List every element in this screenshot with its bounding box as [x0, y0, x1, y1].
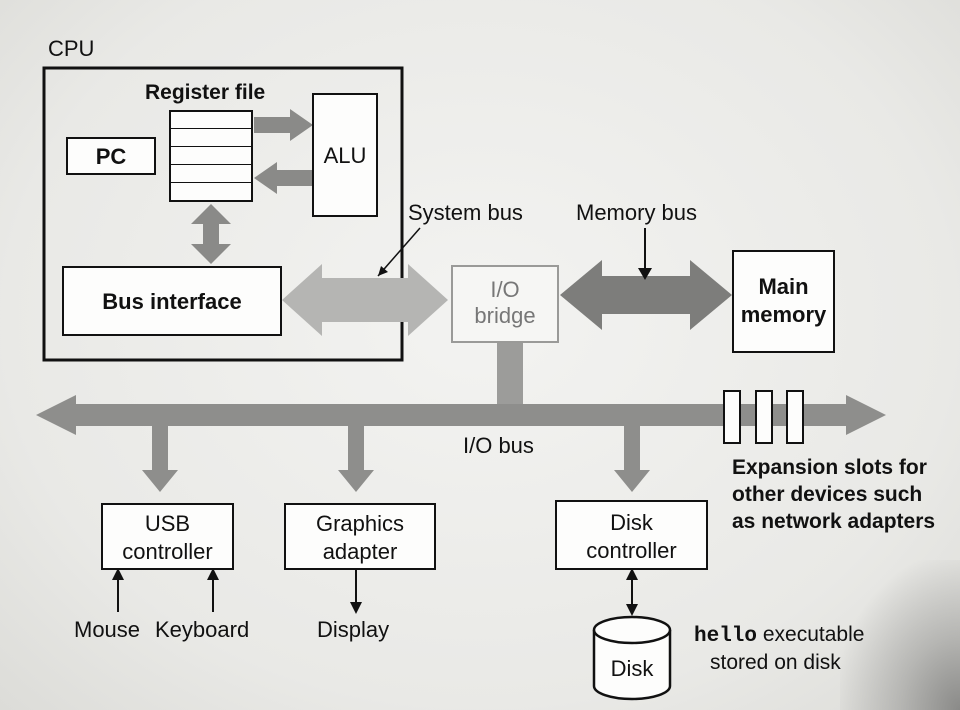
expansion-slot-3 — [786, 390, 804, 444]
main-memory-box: Main memory — [732, 250, 835, 353]
system-bus-arrow — [282, 264, 448, 336]
hello-note-line2: stored on disk — [710, 651, 841, 674]
alu-to-regfile-arrow — [254, 162, 313, 194]
pc-label: PC — [95, 144, 127, 169]
expansion-label-line2: other devices such — [732, 483, 923, 506]
hello-code: hello — [694, 625, 758, 648]
bus-interface-box: Bus interface — [62, 266, 282, 336]
regfile-to-alu-arrow — [254, 109, 313, 141]
expansion-label-line1: Expansion slots for — [732, 456, 927, 479]
memory-bus-pointer-head — [638, 268, 652, 280]
graphics-label-line2: adapter — [322, 539, 398, 564]
system-bus-leader-head — [378, 266, 388, 276]
io-bridge-label-line2: bridge — [474, 303, 536, 328]
display-label: Display — [317, 617, 390, 642]
graphics-adapter-box: Graphics adapter — [284, 503, 436, 570]
expansion-label-line3: as network adapters — [732, 510, 936, 533]
cpu-label: CPU — [48, 36, 95, 61]
io-bridge-box: I/O bridge — [451, 265, 559, 343]
mouse-label: Mouse — [74, 617, 141, 642]
usb-label-line1: USB — [144, 511, 191, 536]
system-bus-leader — [377, 227, 421, 277]
iobus-to-disk-arrow — [614, 426, 650, 492]
keyboard-label: Keyboard — [155, 617, 250, 642]
graphics-label-line1: Graphics — [315, 511, 405, 536]
main-memory-label-line2: memory — [740, 302, 827, 327]
expansion-slot-1 — [723, 390, 741, 444]
disk-controller-label-line1: Disk — [610, 510, 653, 535]
memory-bus-label: Memory bus — [576, 200, 698, 225]
memory-bus-arrow — [560, 260, 732, 330]
io-bus-label: I/O bus — [463, 433, 534, 458]
disk-controller-label-line2: controller — [586, 538, 677, 563]
mouse-arrow-head — [112, 568, 124, 580]
regfile-bus-arrow — [191, 204, 231, 264]
bus-interface-label: Bus interface — [102, 289, 242, 314]
disk-link-head-down — [626, 604, 638, 616]
main-memory-label-line1: Main — [758, 274, 809, 299]
corner-shadow — [840, 560, 960, 710]
alu-label: ALU — [323, 143, 367, 168]
keyboard-arrow-head — [207, 568, 219, 580]
io-bus-arrow — [36, 395, 886, 435]
alu-box: ALU — [312, 93, 378, 217]
iobus-to-graphics-arrow — [338, 426, 374, 492]
pc-register: PC — [66, 137, 156, 175]
hello-note-line1: hello executable — [694, 622, 864, 650]
register-file — [169, 110, 253, 202]
cpu-box — [42, 66, 404, 362]
disk-link-head-up — [626, 568, 638, 580]
disk-label: Disk — [610, 656, 654, 681]
expansion-slot-2 — [755, 390, 773, 444]
iobus-to-usb-arrow — [142, 426, 178, 492]
register-file-label: Register file — [145, 81, 266, 104]
usb-controller-box: USB controller — [101, 503, 234, 570]
display-arrow-head — [350, 602, 362, 614]
io-bridge-label-line1: I/O — [490, 277, 520, 302]
bridge-to-iobus-connector — [497, 343, 523, 405]
system-bus-label: System bus — [408, 200, 523, 225]
usb-label-line2: controller — [122, 539, 213, 564]
disk-cylinder — [592, 615, 672, 701]
disk-controller-box: Disk controller — [555, 500, 708, 570]
hello-executable-text: executable — [757, 623, 865, 646]
